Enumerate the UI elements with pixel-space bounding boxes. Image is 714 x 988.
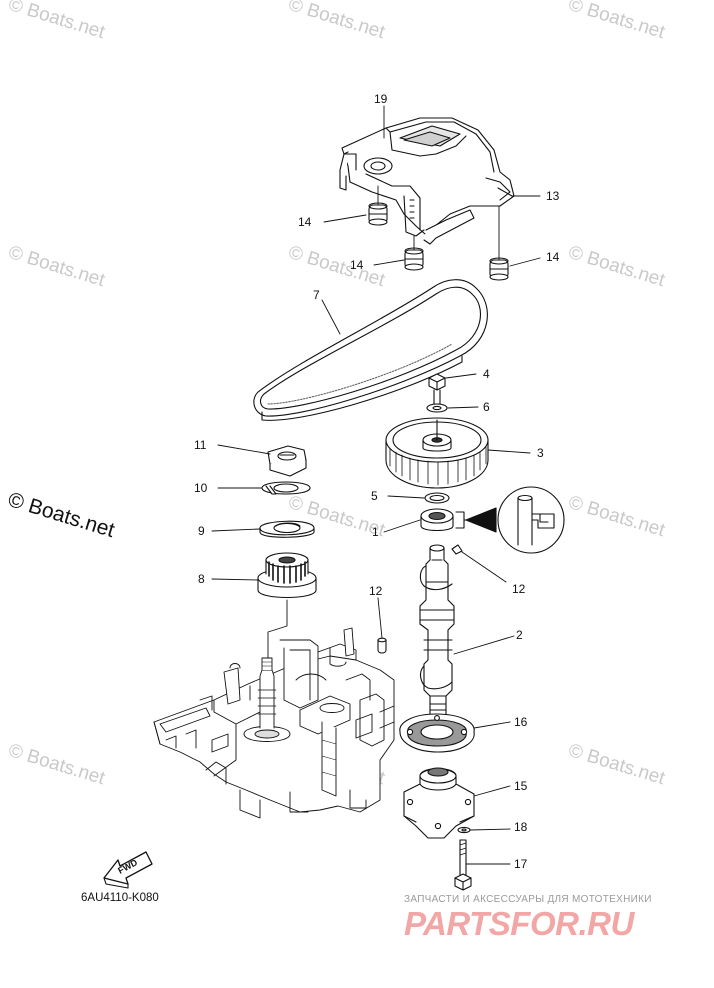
bolt-part: [428, 373, 446, 405]
leader-lines: [211, 105, 541, 865]
callout-1: 1: [372, 525, 379, 539]
promo-logo: PARTSFOR.RU: [404, 905, 634, 942]
callout-10: 10: [194, 481, 208, 495]
callout-12: 12: [512, 582, 526, 596]
oil-pump-part: [403, 767, 475, 839]
washer-part: [457, 826, 471, 834]
lock-washer-part: [261, 481, 311, 495]
diagram-code: 6AU4110-K080: [81, 892, 159, 904]
callout-15: 15: [514, 779, 528, 793]
washer-part: [426, 403, 448, 413]
plate-part: [259, 520, 315, 538]
dowel-pin-part: [377, 637, 387, 654]
callout-19: 19: [374, 92, 388, 106]
callout-16: 16: [514, 715, 528, 729]
callout-14: 14: [298, 215, 312, 229]
callout-12: 12: [369, 584, 383, 598]
callout-8: 8: [198, 572, 205, 586]
callout-17: 17: [514, 857, 528, 871]
seal-detail-inset: [465, 486, 565, 554]
callout-14: 14: [350, 258, 364, 272]
callout-14: 14: [546, 250, 560, 264]
callout-4: 4: [483, 367, 490, 381]
grommet-part: [489, 257, 509, 281]
promo-text: ЗАПЧАСТИ И АКСЕССУАРЫ ДЛЯ МОТОТЕХНИКИ: [404, 894, 652, 905]
gasket-part: [399, 713, 475, 753]
callout-18: 18: [514, 820, 528, 834]
washer-part: [424, 492, 450, 504]
grommet-part: [404, 247, 424, 271]
bolt-part: [454, 839, 472, 891]
callout-5: 5: [371, 489, 378, 503]
camshaft-pulley-part: [385, 417, 489, 489]
drive-sprocket-part: [257, 552, 317, 598]
callout-3: 3: [537, 446, 544, 460]
fwd-arrow-icon: FWD: [103, 851, 153, 889]
cylinder-head-part: [153, 627, 395, 819]
grommet-part: [368, 202, 388, 226]
timing-belt-part: [253, 279, 488, 421]
callout-9: 9: [198, 524, 205, 538]
callout-6: 6: [483, 400, 490, 414]
callout-13: 13: [546, 189, 560, 203]
nut-part: [267, 445, 307, 477]
belt-cover-part: [339, 117, 515, 245]
callout-2: 2: [516, 628, 523, 642]
camshaft-part: [419, 544, 463, 717]
callout-11: 11: [194, 438, 207, 452]
callout-7: 7: [313, 288, 320, 302]
